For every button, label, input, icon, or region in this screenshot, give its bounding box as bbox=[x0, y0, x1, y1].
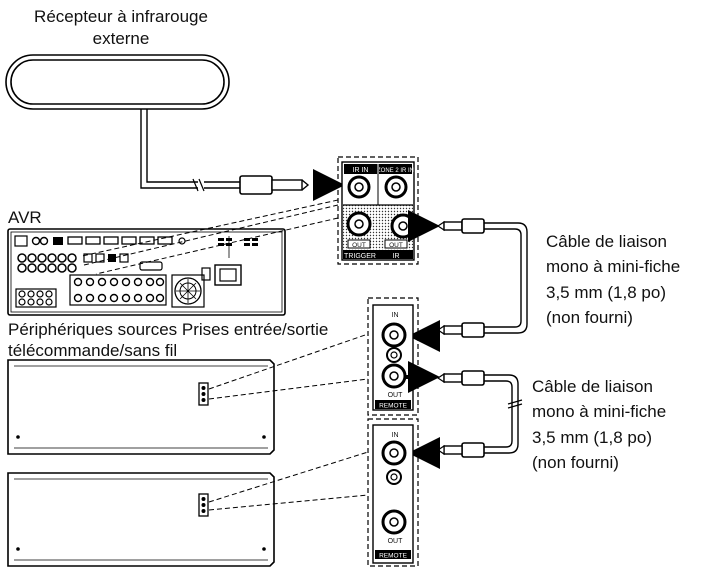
mini-plug-body bbox=[239, 175, 273, 195]
ir-receiver-label-line1: Récepteur à infrarouge bbox=[34, 7, 208, 26]
ir-receiver-cable bbox=[140, 109, 345, 201]
ir-receiver: Récepteur à infrarouge externe bbox=[5, 7, 230, 110]
cable-1-line1: Câble de liaison bbox=[546, 232, 667, 251]
ir-in-label: IR IN bbox=[353, 167, 369, 174]
zone2-ir-in-label: ZONE 2 IR IN bbox=[377, 168, 414, 174]
avr-label: AVR bbox=[8, 208, 42, 227]
trigger-ir-panel: IR IN ZONE 2 IR IN OUT OUT TRIGGER IR bbox=[337, 156, 419, 265]
ir-out-label: OUT bbox=[389, 242, 403, 249]
mini-plug-tip bbox=[271, 179, 303, 191]
source-device-2 bbox=[7, 472, 275, 567]
remote1-in-label: IN bbox=[392, 312, 399, 319]
cable-1-label: Câble de liaison mono à mini-fiche 3,5 m… bbox=[546, 232, 680, 327]
ir-receiver-outer bbox=[5, 54, 230, 110]
cable-2-line3: 3,5 mm (1,8 po) bbox=[532, 428, 652, 447]
cable-2-label: Câble de liaison mono à mini-fiche 3,5 m… bbox=[532, 377, 666, 472]
sources-label-line2: télécommande/sans fil bbox=[8, 341, 177, 360]
cable-1-line3: 3,5 mm (1,8 po) bbox=[546, 283, 666, 302]
remote2-in-label: IN bbox=[392, 432, 399, 439]
remote2-label: REMOTE bbox=[379, 553, 407, 560]
ir-label: IR bbox=[393, 253, 400, 260]
cable-2-line4: (non fourni) bbox=[532, 453, 619, 472]
source1-leader-2 bbox=[208, 378, 369, 400]
cable-2-line2: mono à mini-fiche bbox=[532, 402, 666, 421]
cable-break-mark bbox=[507, 399, 523, 409]
source-device-1 bbox=[7, 359, 275, 455]
sources-label-line1: Périphériques sources Prises entrée/sort… bbox=[8, 320, 328, 339]
source1-leader bbox=[208, 333, 369, 390]
cable-break-mark bbox=[192, 178, 205, 192]
avr-unit bbox=[7, 228, 286, 316]
remote-panel-2: IN OUT REMOTE bbox=[367, 418, 419, 567]
cable-1 bbox=[436, 218, 528, 338]
cable-2-line1: Câble de liaison bbox=[532, 377, 653, 396]
avr-leader-lines bbox=[81, 199, 339, 275]
trigger-out-label: OUT bbox=[352, 242, 366, 249]
remote1-out-label: OUT bbox=[388, 392, 404, 399]
remote1-label: REMOTE bbox=[379, 403, 407, 410]
source2-leader-2 bbox=[208, 494, 369, 511]
remote-panel-1: IN OUT REMOTE bbox=[367, 297, 419, 416]
cable-1-line4: (non fourni) bbox=[546, 308, 633, 327]
ir-receiver-label-line2: externe bbox=[93, 29, 150, 48]
cable-2 bbox=[436, 370, 523, 458]
ir-receiver-inner bbox=[10, 59, 225, 105]
remote2-out-label: OUT bbox=[388, 538, 404, 545]
cable-1-line2: mono à mini-fiche bbox=[546, 257, 680, 276]
source2-leader bbox=[208, 451, 369, 503]
trigger-label: TRIGGER bbox=[344, 253, 376, 260]
